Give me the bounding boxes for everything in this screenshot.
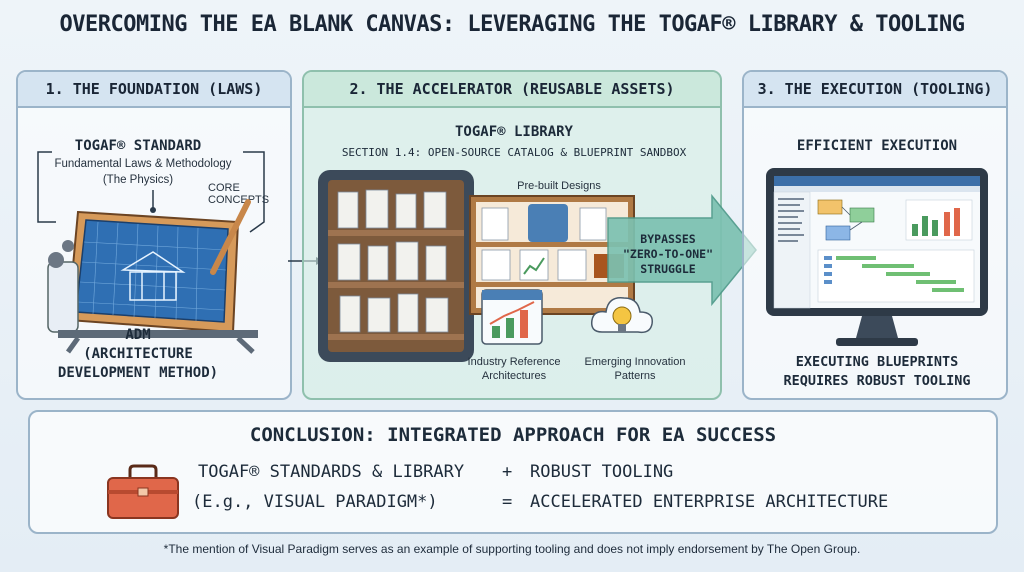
- industry-chart-icon: [481, 289, 543, 345]
- adm-line-2: (ARCHITECTURE: [83, 346, 193, 362]
- bypass-line-3: STRUGGLE: [640, 262, 696, 276]
- bypass-arrow: [607, 193, 757, 307]
- emerging-label-2: Patterns: [614, 370, 656, 382]
- efficient-execution-label: EFFICIENT EXECUTION: [796, 138, 958, 154]
- togaf-library-title: TOGAF® LIBRARY: [454, 124, 573, 140]
- bracket-connector: [37, 151, 265, 233]
- conclusion-box: CONCLUSION: INTEGRATED APPROACH FOR EA S…: [28, 410, 998, 534]
- standard-subtitle-1: Fundamental Laws & Methodology: [54, 158, 232, 170]
- bypass-line-1: BYPASSES: [640, 232, 696, 246]
- execution-line-1: EXECUTING BLUEPRINTS: [795, 354, 959, 370]
- industry-label-1: Industry Reference: [467, 356, 561, 368]
- page-title: OVERCOMING THE EA BLANK CANVAS: LEVERAGI…: [59, 12, 965, 37]
- tablet-library-illustration: [318, 170, 474, 362]
- foundation-panel: 1. THE FOUNDATION (LAWS) TOGAF® STANDARD…: [16, 70, 292, 400]
- toolbox-icon: [107, 464, 179, 519]
- conclusion-right-2: ACCELERATED ENTERPRISE ARCHITECTURE: [530, 492, 889, 512]
- core-concepts-label: CORE CONCEPTS: [208, 182, 270, 206]
- togaf-standard-title: TOGAF® STANDARD: [74, 138, 202, 154]
- conclusion-right-1: ROBUST TOOLING: [530, 462, 674, 482]
- industry-label-2: Architectures: [481, 370, 547, 382]
- monitor-tooling-illustration: [766, 168, 988, 346]
- conclusion-equals: =: [502, 492, 513, 512]
- prebuilt-designs-label: Pre-built Designs: [517, 180, 601, 192]
- conclusion-left-2: (E.g., VISUAL PARADIGM*): [192, 492, 438, 512]
- conclusion-left-1: TOGAF® STANDARDS & LIBRARY: [198, 462, 465, 482]
- execution-header: 3. THE EXECUTION (TOOLING): [744, 72, 1006, 108]
- accelerator-header: 2. THE ACCELERATOR (REUSABLE ASSETS): [304, 72, 720, 108]
- drafting-table-illustration: [47, 199, 258, 354]
- execution-line-2: REQUIRES ROBUST TOOLING: [783, 373, 971, 389]
- conclusion-title: CONCLUSION: INTEGRATED APPROACH FOR EA S…: [249, 424, 777, 446]
- adm-line-1: ADM: [125, 327, 151, 343]
- footnote: *The mention of Visual Paradigm serves a…: [163, 542, 861, 556]
- library-subtitle: SECTION 1.4: OPEN-SOURCE CATALOG & BLUEP…: [341, 146, 687, 159]
- emerging-label-1: Emerging Innovation: [584, 356, 686, 368]
- standard-subtitle-2: (The Physics): [102, 174, 174, 186]
- bypass-line-2: "ZERO-TO-ONE": [622, 247, 713, 261]
- conclusion-plus: +: [502, 462, 513, 482]
- execution-panel: 3. THE EXECUTION (TOOLING) EFFICIENT EXE…: [742, 70, 1008, 400]
- foundation-header: 1. THE FOUNDATION (LAWS): [18, 72, 290, 108]
- innovation-cloud-icon: [590, 297, 653, 334]
- adm-line-3: DEVELOPMENT METHOD): [57, 365, 219, 381]
